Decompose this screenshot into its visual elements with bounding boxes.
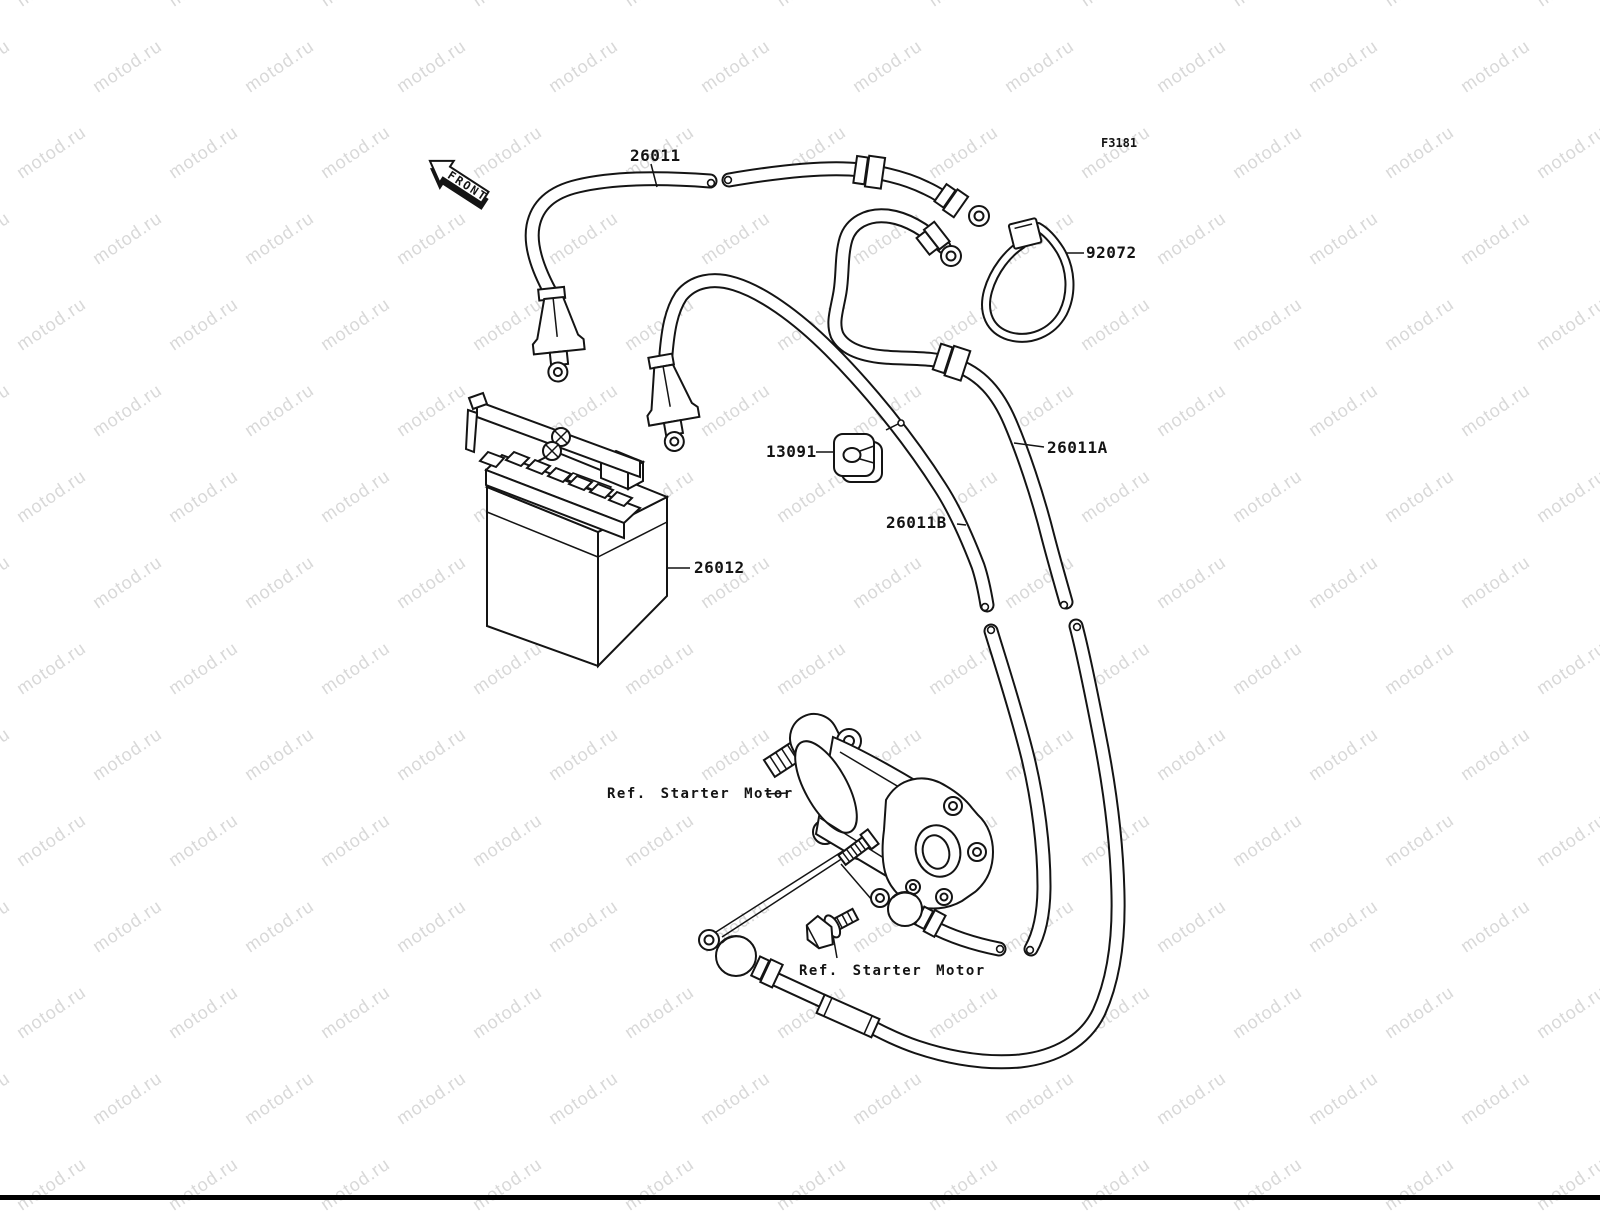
cable-break-marks	[706, 175, 1082, 955]
ring-terminal	[915, 220, 962, 267]
figure-code: F3181	[1101, 136, 1138, 150]
terminal-boot-positive	[531, 285, 586, 383]
cable-clamp-92072	[986, 217, 1069, 338]
ring-terminal	[933, 182, 990, 227]
part-label-26011: 26011	[630, 146, 681, 165]
ref-label-starter-motor-lower: Ref. Starter Motor	[799, 963, 986, 979]
footer-bar	[0, 1195, 1600, 1200]
motor-cable-end-right	[870, 888, 947, 939]
ref-label-starter-motor-upper: Ref. Starter Motor	[607, 786, 794, 802]
battery-holder-plate	[464, 391, 641, 479]
battery-cell-caps	[504, 450, 634, 508]
leader-lines	[650, 163, 1084, 959]
part-label-92072: 92072	[1086, 243, 1137, 262]
motor-cable-end-left	[698, 929, 785, 989]
cable-holder-13091	[833, 433, 883, 483]
part-label-26011a: 26011A	[1047, 438, 1108, 457]
cable-sleeve	[931, 342, 972, 382]
part-label-13091: 13091	[766, 442, 817, 461]
hex-bolt	[805, 907, 860, 950]
cable-sleeve	[815, 993, 881, 1039]
terminal-boot-negative	[646, 352, 701, 453]
battery-drawing	[464, 391, 670, 669]
part-label-26012: 26012	[694, 558, 745, 577]
cable-band	[852, 154, 887, 190]
starter-motor-drawing	[762, 712, 995, 910]
battery-cable-26011	[532, 169, 952, 297]
front-arrow: FRONT	[428, 159, 490, 210]
part-label-26011b: 26011B	[886, 513, 947, 532]
stud-bolt	[837, 827, 880, 867]
